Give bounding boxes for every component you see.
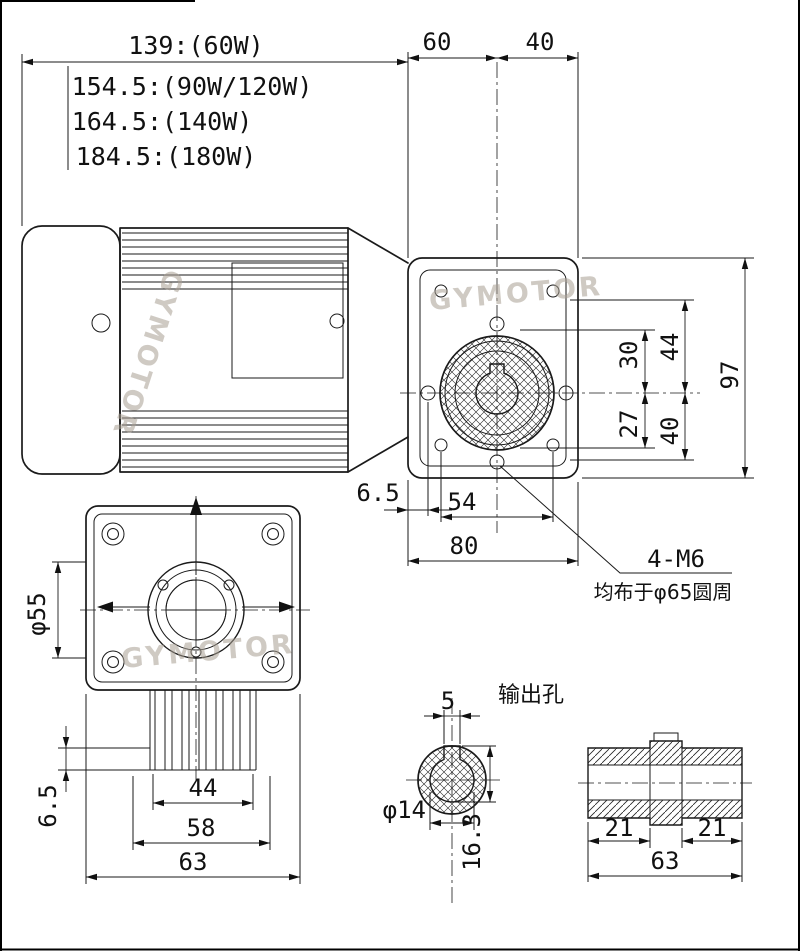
dim-label-40: 40 bbox=[526, 28, 555, 56]
view-motor-side bbox=[21, 225, 409, 475]
shaft-key-rib bbox=[653, 732, 679, 742]
watermark-text: GYMOTOR bbox=[106, 266, 189, 441]
bolt-note-callout: 4-M6 bbox=[647, 545, 705, 573]
dim-label-44-front: 44 bbox=[189, 774, 218, 802]
input-bore-hatch-quadrant bbox=[195, 609, 227, 641]
gearbox-flange-outer bbox=[407, 257, 579, 479]
motor-adapter-flange bbox=[347, 227, 409, 473]
front-body-ribs bbox=[154, 689, 251, 771]
dim-label-30: 30 bbox=[615, 341, 643, 370]
corner-screw-hole bbox=[546, 284, 560, 298]
dims-motor-length: 139:(60W) 154.5:(90W/120W) 164.5:(140W) … bbox=[21, 31, 409, 258]
dim-label-6-5-face: 6.5 bbox=[356, 479, 399, 507]
direction-arrow-up-icon bbox=[190, 497, 202, 575]
front-corner-holes bbox=[101, 522, 285, 674]
dim-label-97: 97 bbox=[716, 361, 744, 390]
output-hole-title: 输出孔 bbox=[498, 683, 564, 708]
view-output-shaft bbox=[578, 732, 752, 826]
corner-screw-hole bbox=[434, 284, 448, 298]
gearbox-flange-inner bbox=[419, 269, 567, 467]
dim-label-21-right: 21 bbox=[698, 814, 727, 842]
dim-label-21-left: 21 bbox=[605, 814, 634, 842]
note-bolt: 4-M6 均布于φ65圆周 bbox=[499, 465, 733, 604]
view-gearbox-face bbox=[400, 62, 700, 533]
dim-label-60: 60 bbox=[423, 28, 452, 56]
dim-label-54: 54 bbox=[448, 488, 477, 516]
direction-arrow-left-icon bbox=[97, 601, 150, 613]
dim-label-16-3: 16.3 bbox=[458, 813, 486, 871]
watermarks: GYMOTOR GYMOTOR GYMOTOR bbox=[106, 266, 605, 675]
dim-label-40-right: 40 bbox=[656, 417, 684, 446]
motor-rear-bolt bbox=[91, 313, 111, 333]
dim-label-length-180w: 184.5:(180W) bbox=[76, 142, 257, 171]
motor-body bbox=[119, 227, 349, 473]
dim-label-length-90-120w: 154.5:(90W/120W) bbox=[72, 72, 313, 101]
motor-body-hole bbox=[329, 313, 345, 329]
dim-label-5: 5 bbox=[441, 687, 455, 715]
dims-shaft: 21 21 63 bbox=[587, 814, 743, 882]
dim-label-27: 27 bbox=[615, 410, 643, 439]
dim-label-length-60w: 139:(60W) bbox=[128, 31, 263, 60]
dims-right: 30 44 97 27 40 bbox=[520, 257, 754, 479]
direction-arrow-right-icon bbox=[242, 601, 295, 613]
dims-front: φ55 6.5 44 58 63 bbox=[23, 561, 301, 884]
input-screw-hole bbox=[157, 579, 169, 591]
dim-label-58: 58 bbox=[187, 814, 216, 842]
dim-label-63-shaft: 63 bbox=[651, 847, 680, 875]
motor-fins-top bbox=[122, 232, 348, 290]
dim-label-80: 80 bbox=[450, 532, 479, 560]
input-screw-hole bbox=[223, 579, 235, 591]
dim-label-44-right: 44 bbox=[656, 333, 684, 362]
dim-label-length-140w: 164.5:(140W) bbox=[72, 107, 253, 136]
dims-top: 60 40 bbox=[408, 28, 579, 258]
corner-screw-hole bbox=[546, 438, 560, 452]
dim-label-6-5-front: 6.5 bbox=[34, 784, 62, 827]
output-hole-bore-keyway bbox=[429, 745, 475, 803]
motor-rear-cap bbox=[21, 225, 121, 475]
watermark-text: GYMOTOR bbox=[120, 629, 296, 675]
motor-fins-bottom bbox=[122, 410, 348, 468]
input-bore-hatch-quadrant bbox=[165, 579, 197, 611]
output-bore-keyway bbox=[475, 363, 519, 415]
shaft-bore-lines bbox=[588, 764, 742, 801]
dim-label-dia55: φ55 bbox=[23, 592, 51, 635]
dims-gearbox-face: 6.5 54 80 bbox=[356, 402, 579, 566]
motor-nameplate bbox=[231, 262, 344, 379]
dim-label-dia14: φ14 bbox=[383, 796, 426, 824]
view-gearbox-front bbox=[80, 496, 310, 782]
bolt-note-text: 均布于φ65圆周 bbox=[594, 580, 733, 604]
dim-label-63-front: 63 bbox=[179, 848, 208, 876]
front-body bbox=[149, 690, 257, 771]
corner-screw-hole bbox=[434, 438, 448, 452]
view-output-hole: 输出孔 5 φ14 16.3 bbox=[383, 683, 564, 905]
